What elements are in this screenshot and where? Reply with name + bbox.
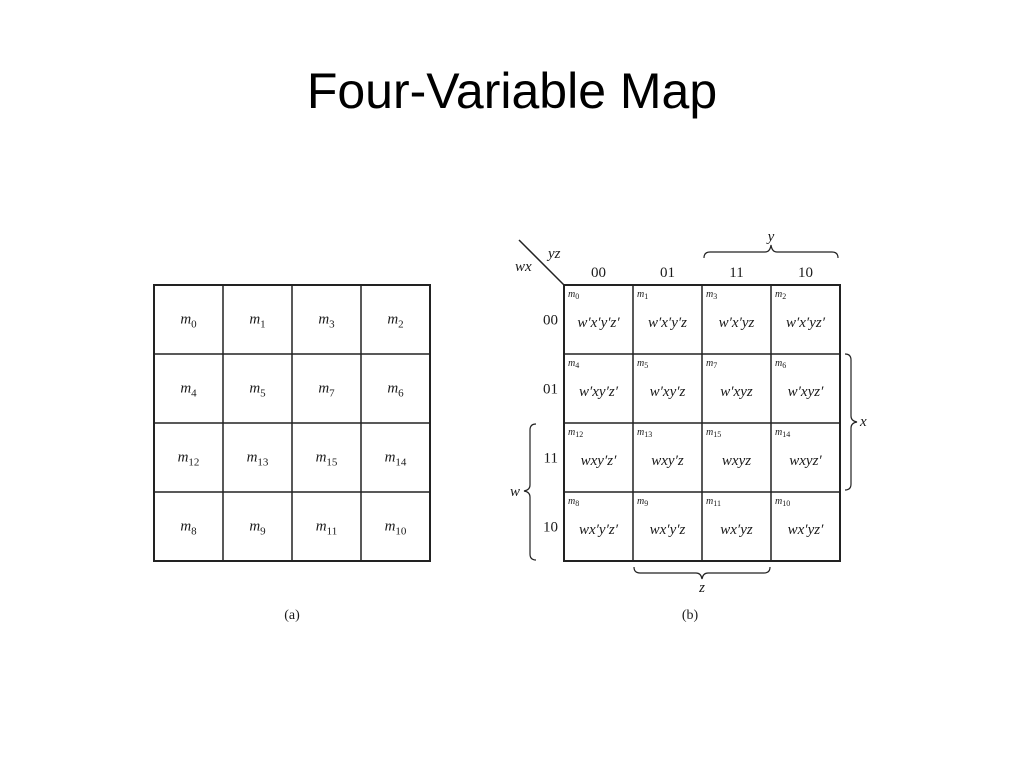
slide-title: Four-Variable Map: [306, 63, 718, 119]
kmap-b-term: wx′y′z: [650, 522, 686, 538]
kmap-b-minterm-index: m14: [775, 427, 790, 439]
kmap-b-caption: (b): [682, 608, 699, 623]
kmap-a-cells: m0 m1 m3 m2 m4 m5 m7 m6 m12 m13 m15 m14 m8 m9 m11 m10: [178, 312, 407, 538]
kmap-b-col-header: 01: [660, 265, 675, 281]
kmap-a: m0 m1 m3 m2 m4 m5 m7 m6 m12 m13 m15 m14 m8 m9 m11 m10 (…: [153, 284, 431, 623]
kmap-a-minterm: m9: [249, 519, 266, 538]
kmap-b-term: w′x′yz′: [786, 315, 826, 331]
kmap-a-minterm: m0: [180, 312, 197, 331]
kmap-b-minterm-index: m12: [568, 427, 583, 439]
kmap-a-minterm: m7: [318, 381, 335, 400]
kmap-b-row-vars-label: wx: [515, 259, 532, 275]
kmap-a-minterm: m3: [318, 312, 335, 331]
kmap-b-term: w′xyz: [720, 384, 753, 400]
kmap-b-minterm-index: m4: [568, 358, 579, 370]
kmap-b-term: wxyz′: [789, 453, 822, 469]
kmap-a-minterm: m2: [387, 312, 403, 331]
kmap-a-minterm: m12: [178, 450, 200, 469]
kmap-a-minterm: m11: [316, 519, 337, 538]
kmap-b-term: w′x′y′z: [648, 315, 687, 331]
kmap-b-term: wxy′z: [651, 453, 684, 469]
kmap-b-row-header: 00: [543, 313, 558, 329]
kmap-b-minterm-index: m8: [568, 496, 579, 508]
kmap-b-corner-diagonal: [518, 239, 565, 286]
brace-y: [703, 244, 839, 259]
kmap-b-minterm-index: m7: [706, 358, 717, 370]
kmap-b-minterm-index: m11: [706, 496, 721, 508]
kmap-b-minterm-index: m5: [637, 358, 648, 370]
kmap-b-minterm-index: m15: [706, 427, 721, 439]
kmap-b-term: wxy′z′: [581, 453, 617, 469]
kmap-a-minterm: m14: [385, 450, 407, 469]
kmap-b-row-header: 01: [543, 382, 558, 398]
brace-y-label: y: [766, 229, 775, 245]
brace-z-label: z: [698, 580, 705, 596]
brace-z: [633, 566, 771, 580]
kmap-b-minterm-index: m2: [775, 289, 786, 301]
kmap-b-cells: m0 w′x′y′z′ m1 w′x′y′z m3 w′x′yz m2 w′x′yz′ m4 w′…: [568, 289, 826, 538]
kmap-b-term: wx′yz: [720, 522, 753, 538]
kmap-b-term: w′x′y′z′: [577, 315, 620, 331]
kmap-b-col-header: 10: [798, 265, 813, 281]
brace-x-label: x: [859, 414, 867, 430]
kmap-b-row-header: 10: [543, 520, 558, 536]
kmap-b-col-header: 11: [729, 265, 743, 281]
kmap-b-minterm-index: m0: [568, 289, 579, 301]
kmap-a-minterm: m5: [249, 381, 266, 400]
kmap-b-minterm-index: m9: [637, 496, 648, 508]
kmap-a-caption: (a): [284, 608, 300, 623]
kmap-b-term: w′xy′z′: [579, 384, 619, 400]
kmap-b-col-header: 00: [591, 265, 606, 281]
kmap-a-minterm: m6: [387, 381, 404, 400]
kmap-b-minterm-index: m6: [775, 358, 786, 370]
kmap-b-term: w′x′yz: [719, 315, 755, 331]
kmap-a-minterm: m1: [249, 312, 265, 331]
kmap-b-term: wx′y′z′: [579, 522, 619, 538]
kmap-a-minterm: m13: [247, 450, 269, 469]
kmap-a-minterm: m4: [180, 381, 197, 400]
kmap-b-minterm-index: m10: [775, 496, 790, 508]
kmap-b-term: wxyz: [722, 453, 751, 469]
kmap-b-col-vars-label: yz: [546, 246, 561, 262]
brace-x: [844, 353, 858, 491]
brace-w: [523, 423, 537, 561]
kmap-b-minterm-index: m3: [706, 289, 717, 301]
kmap-b-term: w′xyz′: [788, 384, 824, 400]
brace-w-label: w: [510, 484, 520, 500]
kmap-b-term: wx′yz′: [788, 522, 824, 538]
kmap-a-minterm: m15: [316, 450, 338, 469]
kmap-a-minterm: m10: [385, 519, 407, 538]
kmap-b-row-header: 11: [544, 451, 558, 467]
kmap-b-headers: 00 01 11 10 00 01 11 10: [543, 265, 813, 536]
kmap-b-term: w′xy′z: [650, 384, 686, 400]
kmap-a-minterm: m8: [180, 519, 197, 538]
kmap-b-minterm-index: m1: [637, 289, 648, 301]
kmap-b-minterm-index: m13: [637, 427, 652, 439]
